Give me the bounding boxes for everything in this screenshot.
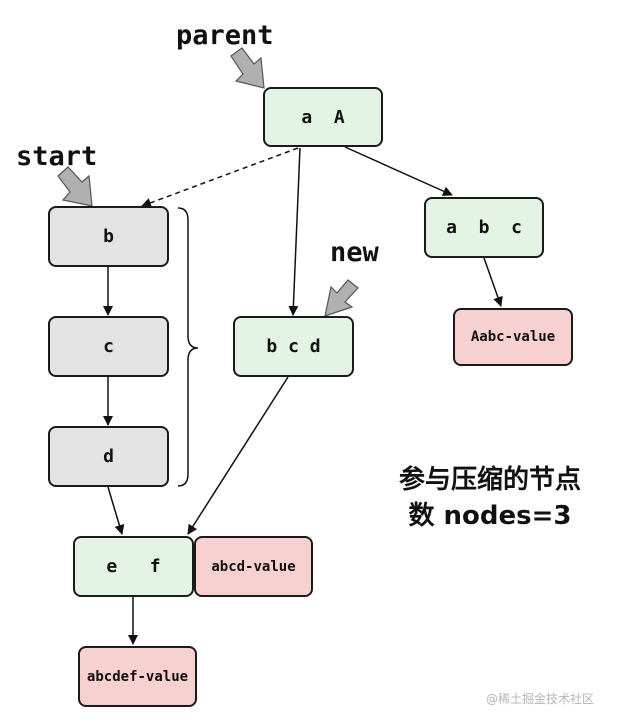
- note: 参与压缩的节点 数 nodes=3: [370, 462, 610, 534]
- edge-aA-to-b: [141, 147, 299, 208]
- edge-aA-to-bcd: [288, 147, 301, 316]
- parent-pointer-icon: [230, 47, 265, 89]
- label-start: start: [16, 141, 98, 172]
- edge-bcd-to-ef: [187, 376, 289, 535]
- node-aabc-value: Aabc-value: [453, 308, 573, 366]
- new-pointer-icon: [324, 279, 359, 317]
- node-bcd: b c d: [233, 316, 354, 377]
- node-c: c: [48, 316, 169, 377]
- node-ef: e f: [73, 536, 194, 597]
- node-abcdef-value: abcdef-value: [78, 646, 197, 707]
- edge-abc-to-aabc-value: [483, 257, 503, 307]
- start-pointer-icon: [57, 166, 93, 207]
- node-b: b: [48, 206, 169, 267]
- label-new: new: [330, 237, 379, 268]
- edge-d-to-ef: [107, 486, 125, 535]
- node-aA: a A: [263, 87, 383, 147]
- watermark: @稀土掘金技术社区: [486, 692, 595, 706]
- node-abcd-value: abcd-value: [194, 536, 313, 597]
- node-abc: a b c: [424, 197, 544, 258]
- edge-aA-to-abc: [344, 146, 453, 196]
- note-line-2: 数 nodes=3: [408, 501, 572, 531]
- label-parent: parent: [176, 20, 274, 51]
- node-d: d: [48, 426, 169, 487]
- brace: [177, 207, 199, 487]
- note-line-1: 参与压缩的节点: [398, 465, 581, 495]
